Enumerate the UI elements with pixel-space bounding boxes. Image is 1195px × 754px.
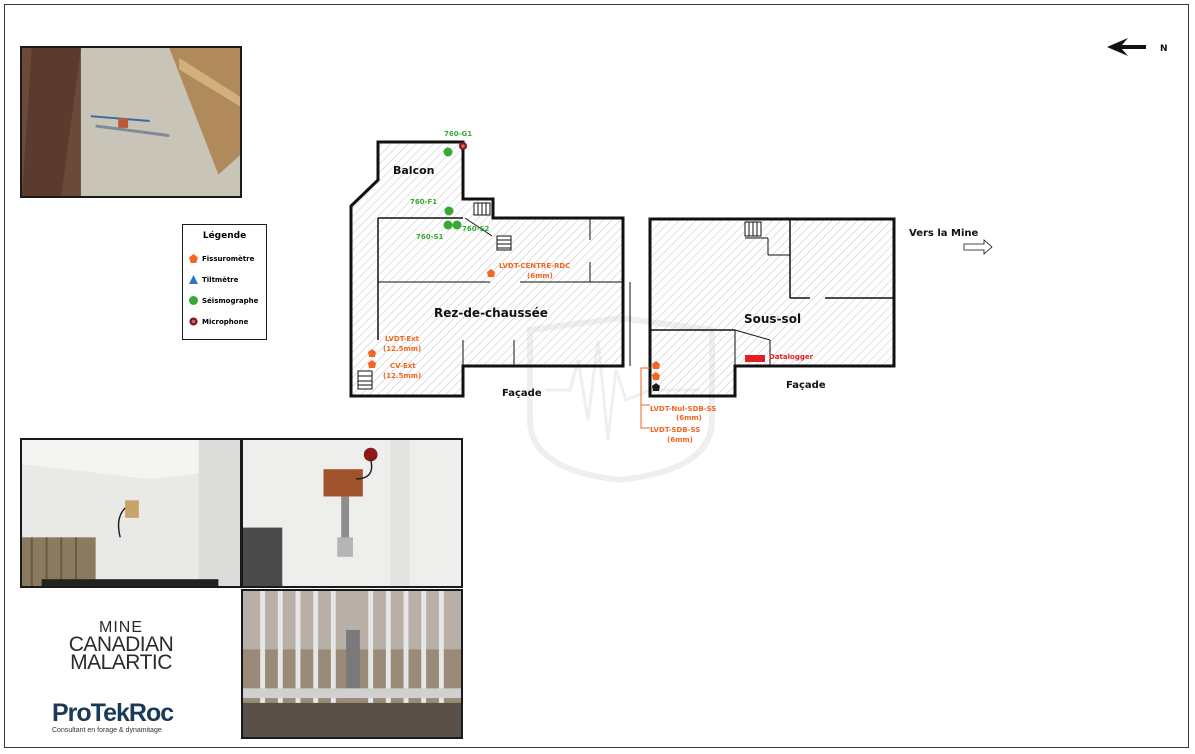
- sensor-label-cv-ext: CV-Ext: [390, 362, 416, 370]
- protekroc-name: ProTekRoc: [52, 699, 174, 727]
- facade-label-left: Façade: [502, 388, 542, 399]
- direction-to-mine-label: Vers la Mine: [909, 228, 978, 239]
- microphone-icon: [187, 316, 199, 328]
- photo-balcony-sensor: [241, 589, 463, 739]
- legend-title: Légende: [202, 231, 247, 241]
- sensor-label-lvdt-ext: LVDT-Ext: [385, 335, 420, 343]
- protekroc-tagline: Consultant en forage & dynamitage: [52, 727, 162, 734]
- sensor-label-760-f1: 760-F1: [410, 198, 437, 206]
- seismograph-marker: [443, 147, 453, 157]
- legend-item-microphone: Microphone: [187, 311, 262, 332]
- triangle-icon: [187, 274, 199, 286]
- fissurometer-marker: [368, 349, 376, 357]
- room-label-balcon: Balcon: [393, 164, 435, 177]
- legend-label: Tiltmètre: [202, 275, 239, 284]
- sensor-label-lvdt-nul-size: (6mm): [676, 414, 702, 422]
- protekroc-logo: ProTekRoc Consultant en forage & dynamit…: [52, 700, 202, 740]
- building-right-outline: [648, 217, 896, 398]
- logo-line-malartic: MALARTIC: [70, 651, 172, 674]
- fissurometer-marker: [652, 383, 660, 391]
- legend-label: Séismographe: [202, 296, 259, 305]
- building-left-outline: [349, 140, 625, 398]
- stairs-icon: [357, 370, 373, 390]
- legend-item-tiltmetre: Tiltmètre: [187, 269, 262, 290]
- photo-room-corner: [20, 438, 242, 588]
- sensor-label-lvdt-centre: LVDT-CENTRE-RDC: [499, 262, 570, 270]
- sensor-label-760-s2: 760-S2: [462, 225, 490, 233]
- fissurometer-marker: [487, 269, 495, 277]
- sensor-label-lvdt-nul: LVDT-Nul-SDB-SS: [650, 405, 716, 413]
- mine-canadian-malartic-logo: MINE CANADIAN MALARTIC: [46, 620, 196, 682]
- datalogger-label: Datalogger: [769, 353, 814, 361]
- legend-item-fissurometre: Fissuromètre: [187, 248, 262, 269]
- sensor-label-lvdt-sdb-size: (6mm): [667, 436, 693, 444]
- stairs-icon: [744, 221, 762, 237]
- seismograph-marker: [444, 206, 454, 216]
- watermark-shield: [527, 314, 715, 484]
- seismograph-marker: [452, 220, 462, 230]
- sensor-label-lvdt-ext-size: (12.5mm): [383, 345, 421, 353]
- map-frame: [4, 4, 1189, 748]
- seismograph-marker: [443, 220, 453, 230]
- sensor-label-lvdt-centre-size: (6mm): [527, 272, 553, 280]
- sensor-label-lvdt-sdb: LVDT-SDB-SS: [650, 426, 700, 434]
- right-arrow-icon: [963, 239, 993, 255]
- fissurometer-marker: [652, 361, 660, 369]
- datalogger-marker: [745, 355, 765, 362]
- logo-line-canadian: CANADIAN: [68, 633, 174, 656]
- facade-label-right: Façade: [786, 380, 826, 391]
- sensor-label-cv-ext-size: (12.5mm): [383, 372, 421, 380]
- microphone-marker: [459, 142, 467, 150]
- legend-item-seismographe: Séismographe: [187, 290, 262, 311]
- sensor-label-760-s1: 760-S1: [416, 233, 444, 241]
- stairs-icon: [496, 235, 512, 251]
- circle-icon: [187, 295, 199, 307]
- fissurometer-marker: [652, 372, 660, 380]
- legend-box: Légende Fissuromètre Tiltmètre Séismogra…: [182, 224, 267, 340]
- sensor-label-760-g1: 760-G1: [444, 130, 472, 138]
- room-label-sous-sol: Sous-sol: [744, 312, 801, 326]
- pentagon-icon: [187, 253, 199, 265]
- north-label: N: [1160, 44, 1168, 54]
- photo-lvdt-sensor: [241, 438, 463, 588]
- photo-wall-sensor: [20, 46, 242, 198]
- logo-line-mine: MINE: [99, 619, 143, 636]
- fissurometer-marker: [368, 360, 376, 368]
- stairs-icon: [473, 202, 491, 216]
- legend-label: Microphone: [202, 317, 249, 326]
- north-arrow-icon: [1107, 38, 1146, 56]
- legend-label: Fissuromètre: [202, 254, 255, 263]
- room-label-rdc: Rez-de-chaussée: [434, 306, 548, 320]
